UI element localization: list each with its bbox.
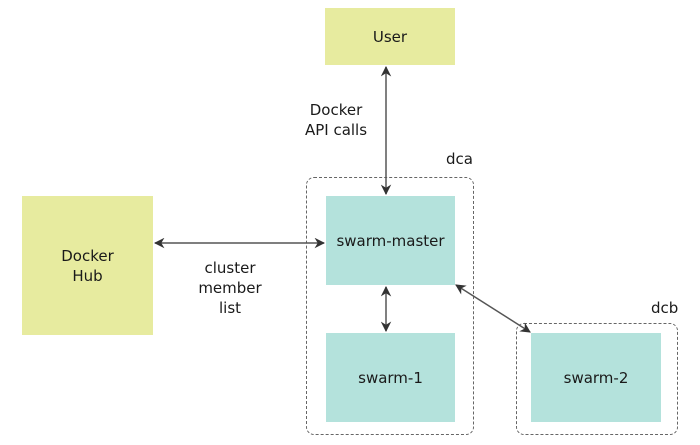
user-node-label: User <box>372 27 408 46</box>
zone-dca-label: dca <box>446 150 473 168</box>
api-calls-label-line2: API calls <box>304 121 368 139</box>
docker-hub-node: Docker Hub <box>22 196 153 335</box>
swarm-2-node: swarm-2 <box>531 333 661 422</box>
cluster-label-line1: cluster <box>204 259 256 277</box>
swarm-1-node: swarm-1 <box>326 333 455 422</box>
user-node: User <box>325 8 455 65</box>
docker-hub-label-line1: Docker <box>61 246 114 265</box>
swarm-2-label: swarm-2 <box>563 368 629 387</box>
cluster-label-line3: list <box>218 299 242 317</box>
swarm-master-node: swarm-master <box>326 196 455 285</box>
cluster-label-line2: member <box>198 279 262 297</box>
api-calls-label: Docker API calls <box>303 100 369 140</box>
swarm-master-label: swarm-master <box>336 231 445 250</box>
api-calls-label-line1: Docker <box>309 101 363 119</box>
zone-dcb <box>516 323 678 435</box>
cluster-member-list-label: cluster member list <box>195 258 265 318</box>
zone-dcb-label: dcb <box>651 299 679 317</box>
swarm-1-label: swarm-1 <box>358 368 423 387</box>
edge-swarm-master-swarm-2 <box>455 284 531 333</box>
docker-hub-label-line2: Hub <box>72 266 103 285</box>
